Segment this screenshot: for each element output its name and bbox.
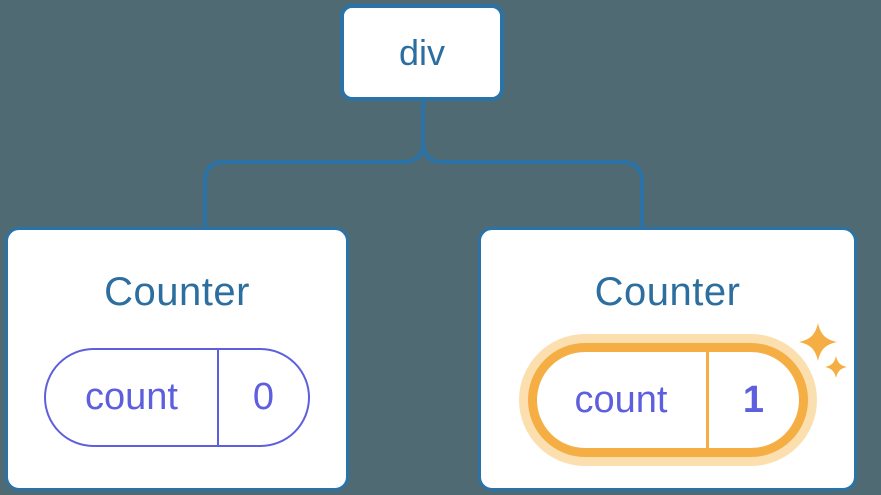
counter-card-left: Counter count 0 bbox=[5, 227, 349, 491]
state-pill: count 0 bbox=[44, 348, 310, 447]
sparkle-icon bbox=[799, 323, 847, 378]
root-node-label: div bbox=[398, 31, 446, 73]
state-value: 1 bbox=[742, 378, 765, 421]
component-title: Counter bbox=[104, 270, 250, 314]
component-title: Counter bbox=[594, 270, 741, 314]
sparkle-icon-small bbox=[825, 356, 847, 378]
state-pill-highlighted: count 1 bbox=[527, 343, 808, 457]
root-node-div: div bbox=[340, 4, 504, 101]
counter-card-right: Counter count 1 bbox=[478, 227, 857, 491]
state-key-label: count bbox=[46, 350, 219, 445]
connector-left-branch bbox=[203, 101, 425, 228]
state-value: 0 bbox=[252, 376, 275, 418]
connector-right-branch bbox=[421, 141, 644, 228]
sparkle-icon-large bbox=[799, 323, 837, 361]
state-key-label: count bbox=[537, 352, 709, 448]
